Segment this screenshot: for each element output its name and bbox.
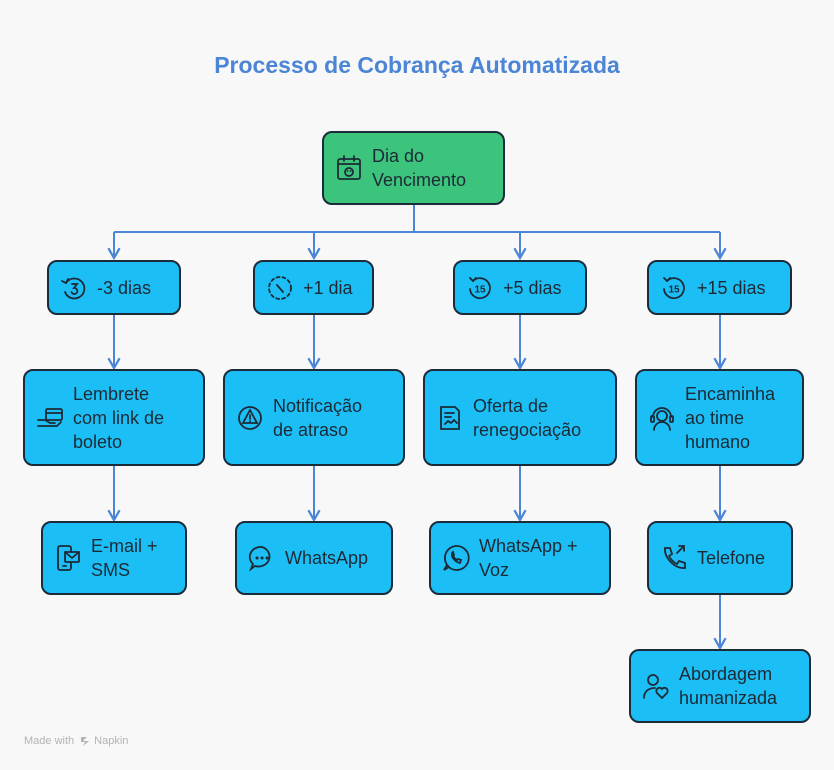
- document-handshake-icon: [435, 403, 465, 433]
- node-label: Telefone: [697, 548, 766, 568]
- node-label: E-mail + SMS: [91, 536, 158, 580]
- node-label: Dia do Vencimento: [372, 146, 467, 190]
- diagram-title: Processo de Cobrança Automatizada: [214, 52, 620, 78]
- hand-card-icon: [35, 403, 65, 433]
- replay-15-icon: 15: [659, 273, 689, 303]
- node-label: Encaminha ao time humano: [685, 383, 776, 452]
- node-label: Notificação de atraso: [273, 395, 363, 440]
- node-oferta: Oferta de renegociação: [423, 369, 617, 466]
- node-notificacao: Notificação de atraso: [223, 369, 405, 466]
- svg-text:15: 15: [668, 284, 680, 295]
- svg-text:15: 15: [474, 284, 486, 295]
- node-stage-plus-1-dia: +1 dia: [253, 260, 374, 315]
- warning-icon: [235, 403, 265, 433]
- node-label: +15 dias: [697, 277, 766, 298]
- node-email-sms: E-mail + SMS: [41, 521, 187, 595]
- node-label: Oferta de renegociação: [473, 395, 582, 440]
- node-stage-plus-5-dias: 15 +5 dias: [453, 260, 587, 315]
- replay-15-icon: 15: [465, 273, 495, 303]
- whatsapp-icon: [441, 543, 471, 573]
- node-label: WhatsApp + Voz: [479, 536, 578, 580]
- node-abordagem-humanizada: Abordagem humanizada: [629, 649, 811, 723]
- timer-icon: [265, 273, 295, 303]
- phone-email-icon: [53, 543, 83, 573]
- node-dia-do-vencimento: Dia do Vencimento: [322, 131, 505, 205]
- countdown-3-icon: [59, 273, 89, 303]
- node-label: +5 dias: [503, 277, 562, 298]
- node-stage-minus-3-dias: -3 dias: [47, 260, 181, 315]
- node-label: +1 dia: [303, 277, 353, 298]
- phone-call-icon: [659, 543, 689, 573]
- node-label: Lembrete com link de boleto: [73, 383, 165, 452]
- node-encaminha: Encaminha ao time humano: [635, 369, 804, 466]
- node-whatsapp-voz: WhatsApp + Voz: [429, 521, 611, 595]
- made-with-napkin: Made with Napkin: [24, 735, 128, 747]
- calendar-icon: [334, 153, 364, 183]
- node-whatsapp: WhatsApp: [235, 521, 393, 595]
- made-with-text: Made with: [24, 735, 75, 747]
- connector-root-bus: [413, 204, 720, 233]
- support-agent-icon: [647, 403, 677, 433]
- node-telefone: Telefone: [647, 521, 793, 595]
- node-lembrete: Lembrete com link de boleto: [23, 369, 205, 466]
- napkin-brand-text: Napkin: [94, 735, 129, 747]
- node-label: WhatsApp: [285, 548, 369, 568]
- chat-bubble-icon: [247, 543, 277, 573]
- node-stage-plus-15-dias: 15 +15 dias: [647, 260, 792, 315]
- node-label: -3 dias: [97, 277, 152, 298]
- person-heart-icon: [641, 671, 671, 701]
- napkin-logo-icon: [81, 737, 90, 746]
- node-label: Abordagem humanizada: [679, 664, 778, 708]
